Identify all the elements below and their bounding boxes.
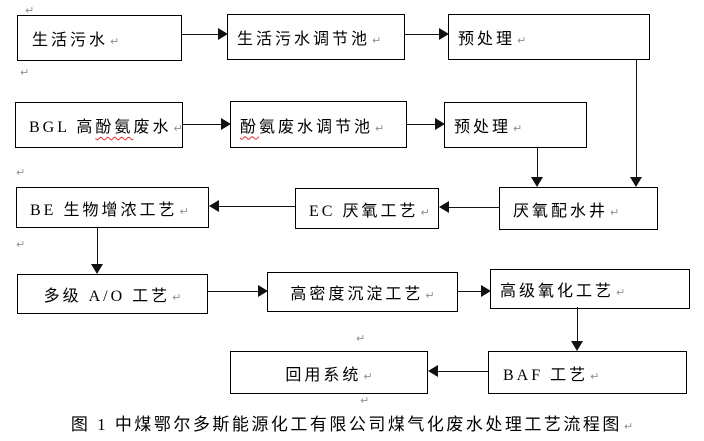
box-label: BAF 工艺↵ [503, 361, 599, 385]
arrow-bgl-to-phenol-regulating-tank [183, 118, 231, 131]
paragraph-mark: ↵ [517, 34, 527, 47]
arrow-multistage-ao-to-high-density [208, 285, 268, 298]
spellcheck-underlined-text: 酚 [240, 118, 260, 136]
box-label-text: 高级氧化工艺 [500, 283, 615, 300]
flow-box-anaerobic-distribution-well: 厌氧配水井↵ [499, 187, 658, 230]
paragraph-mark: ↵ [20, 66, 30, 79]
flow-box-high-density-sedimentation: 高密度沉淀工艺↵ [267, 272, 458, 312]
box-label-text: 氨废水调节池 [259, 118, 374, 136]
figure-caption: 图 1 中煤鄂尔多斯能源化工有限公司煤气化废水处理工艺流程图↵ [0, 410, 704, 435]
flow-box-be-bio-concentration-process: BE 生物增浓工艺↵ [16, 187, 209, 228]
flow-box-domestic-sewage: 生活污水↵ [17, 15, 182, 61]
flow-box-ec-anaerobic-process: EC 厌氧工艺↵ [295, 188, 439, 229]
box-label: 预处理↵ [458, 25, 526, 49]
box-label-text: BGL 高 [29, 119, 96, 136]
paragraph-mark: ↵ [172, 291, 182, 304]
paragraph-mark: ↵ [360, 394, 370, 407]
flow-box-bgl-high-phenol-ammonia-wastewater: BGL 高酚氨废水↵ [15, 102, 183, 148]
paragraph-mark: ↵ [616, 286, 626, 299]
box-label-text: BE 生物增浓工艺 [30, 201, 178, 219]
box-label-text: 回用系统 [285, 366, 362, 384]
flow-box-multistage-ao-process: 多级 A/O 工艺↵ [17, 274, 208, 314]
arrow-pretreatment-2-to-distribution-well [531, 148, 544, 187]
flow-box-domestic-sewage-regulating-tank: 生活污水调节池↵ [227, 14, 405, 60]
paragraph-mark: ↵ [623, 420, 634, 433]
paragraph-mark: ↵ [16, 166, 26, 179]
paragraph-mark: ↵ [173, 122, 183, 135]
arrow-regulating-tank-to-pretreatment-1 [405, 28, 449, 41]
box-label-text: 生活污水 [32, 32, 109, 49]
box-label-text: 预处理 [458, 31, 516, 48]
paragraph-mark: ↵ [372, 34, 382, 47]
box-label: 高密度沉淀工艺↵ [290, 280, 434, 304]
box-label: 生活污水调节池↵ [237, 25, 381, 49]
paragraph-mark: ↵ [425, 289, 435, 302]
paragraph-mark: ↵ [179, 204, 189, 218]
flow-box-baf-process: BAF 工艺↵ [488, 351, 687, 394]
flow-box-advanced-oxidation-process: 高级氧化工艺↵ [490, 269, 690, 309]
box-label: 回用系统↵ [285, 361, 372, 385]
arrow-pretreatment-1-to-distribution-well [630, 60, 643, 187]
flow-box-reuse-system: 回用系统↵ [230, 351, 428, 394]
box-label: 预处理↵ [454, 113, 522, 137]
arrow-distribution-well-to-ec [439, 201, 499, 214]
paragraph-mark: ↵ [590, 369, 600, 383]
box-label-text: 废水 [133, 119, 172, 136]
box-label: 生活污水↵ [32, 26, 119, 50]
flow-box-pretreatment-2: 预处理↵ [444, 102, 587, 148]
box-label-text: EC 厌氧工艺 [309, 202, 419, 220]
spellcheck-underlined-text: 酚氨 [95, 119, 134, 136]
figure-caption-text: 图 1 中煤鄂尔多斯能源化工有限公司煤气化废水处理工艺流程图 [70, 415, 622, 434]
arrow-ec-to-be-process [209, 200, 295, 213]
paragraph-mark: ↵ [16, 238, 26, 251]
arrow-baf-to-reuse-system [428, 365, 488, 378]
arrow-domestic-sewage-to-regulating-tank [182, 28, 228, 41]
box-label-text: 预处理 [454, 119, 512, 136]
box-label: EC 厌氧工艺↵ [309, 197, 430, 221]
box-label: 多级 A/O 工艺↵ [44, 282, 182, 306]
paragraph-mark: ↵ [25, 4, 35, 17]
box-label-text: BAF 工艺 [503, 366, 589, 384]
box-label-text: 厌氧配水井 [513, 202, 609, 220]
paragraph-mark: ↵ [356, 332, 366, 345]
box-label-text: 高密度沉淀工艺 [290, 286, 424, 303]
box-label-text: 多级 A/O 工艺 [43, 288, 171, 305]
paragraph-mark: ↵ [610, 205, 620, 219]
paragraph-mark: ↵ [363, 369, 373, 383]
arrow-high-density-to-advanced-oxidation [458, 285, 491, 298]
paragraph-mark: ↵ [375, 121, 385, 135]
box-label-text: 生活污水调节池 [237, 31, 371, 48]
box-label: BGL 高酚氨废水↵ [29, 113, 183, 137]
box-label: 高级氧化工艺↵ [500, 277, 625, 301]
flow-box-phenol-ammonia-regulating-tank: 酚氨废水调节池↵ [230, 101, 407, 148]
arrow-phenol-tank-to-pretreatment-2 [407, 118, 445, 131]
paragraph-mark: ↵ [513, 122, 523, 135]
box-label: 酚氨废水调节池↵ [240, 113, 384, 137]
paragraph-mark: ↵ [420, 205, 430, 219]
box-label: BE 生物增浓工艺↵ [30, 196, 189, 220]
arrow-advanced-oxidation-to-baf [571, 307, 584, 351]
paragraph-mark: ↵ [110, 35, 120, 48]
flow-box-pretreatment-1: 预处理↵ [448, 14, 650, 60]
box-label: 厌氧配水井↵ [513, 197, 619, 221]
arrow-be-to-multistage-ao [91, 228, 104, 274]
